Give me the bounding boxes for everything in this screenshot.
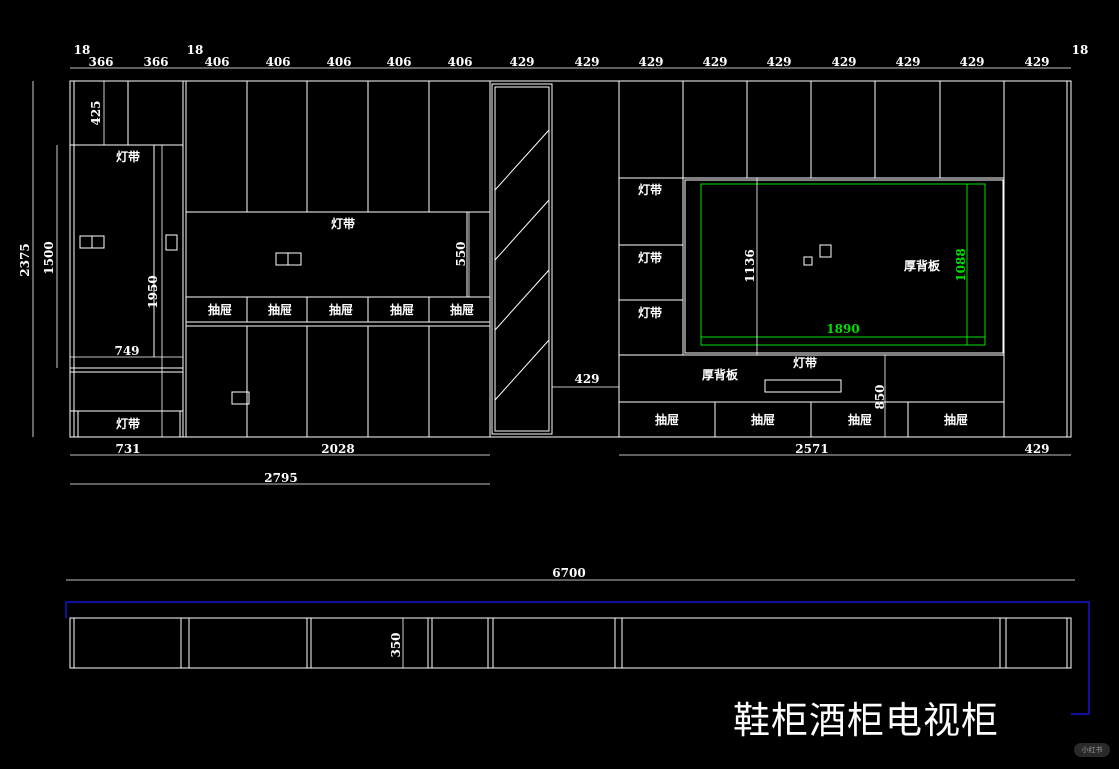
dim-top-19: 18 xyxy=(1072,43,1089,57)
label-drawer-wine-4: 抽屉 xyxy=(390,302,414,317)
tv-panel-outline xyxy=(700,183,986,346)
dim-top-10: 429 xyxy=(509,55,534,69)
dim-shoe-width: 731 xyxy=(115,442,140,456)
dim-tv-width: 2571 xyxy=(795,442,828,456)
label-drawer-tv-1: 抽屉 xyxy=(655,412,679,427)
dim-left-tall: 1500 xyxy=(42,241,56,274)
dim-top-1: 18 xyxy=(74,43,91,57)
dim-gap-width: 429 xyxy=(574,372,599,386)
label-drawer-tv-4: 抽屉 xyxy=(944,412,968,427)
label-drawer-tv-2: 抽屉 xyxy=(751,412,775,427)
dim-shoe-niche: 749 xyxy=(114,344,139,358)
label-light-strip-shoe-bottom: 灯带 xyxy=(116,416,140,431)
dim-wine-open: 550 xyxy=(454,241,468,266)
dim-shoe-inner: 1950 xyxy=(146,275,160,308)
dim-top-17: 429 xyxy=(959,55,984,69)
base-outline xyxy=(66,601,1090,715)
label-drawer-wine-3: 抽屉 xyxy=(329,302,353,317)
label-drawer-tv-3: 抽屉 xyxy=(848,412,872,427)
label-light-strip-shoe-top: 灯带 xyxy=(116,149,140,164)
dim-top-box: 425 xyxy=(89,100,103,125)
dim-combined-width: 2795 xyxy=(264,471,297,485)
dim-top-12: 429 xyxy=(638,55,663,69)
dim-top-4: 18 xyxy=(187,43,204,57)
dim-top-14: 429 xyxy=(766,55,791,69)
dim-top-7: 406 xyxy=(326,55,351,69)
dim-top-13: 429 xyxy=(702,55,727,69)
label-light-strip-tv-3: 灯带 xyxy=(638,305,662,320)
dim-top-2: 366 xyxy=(88,55,113,69)
label-light-strip-tv-2: 灯带 xyxy=(638,250,662,265)
dim-tv-base: 850 xyxy=(873,384,887,409)
label-thick-back-panel-niche: 厚背板 xyxy=(702,367,739,382)
drawing-title: 鞋柜酒柜电视柜 xyxy=(733,699,999,742)
dim-top-11: 429 xyxy=(574,55,599,69)
dim-top-5: 406 xyxy=(204,55,229,69)
label-light-strip-tv-niche: 灯带 xyxy=(793,355,817,370)
dim-top-9: 406 xyxy=(447,55,472,69)
dim-base-height: 350 xyxy=(389,632,403,657)
cabinet-outline xyxy=(69,80,1072,438)
watermark-badge: 小红书 xyxy=(1074,743,1110,757)
dim-panel-width: 1890 xyxy=(826,322,859,336)
dim-total-height: 2375 xyxy=(18,243,32,276)
dim-top-3: 366 xyxy=(143,55,168,69)
dim-top-6: 406 xyxy=(265,55,290,69)
dim-tv-height: 1136 xyxy=(743,249,757,282)
dim-top-15: 429 xyxy=(831,55,856,69)
dim-top-18: 429 xyxy=(1024,55,1049,69)
glass-door xyxy=(491,83,553,435)
dim-wine-width: 2028 xyxy=(321,442,354,456)
dim-panel-height: 1088 xyxy=(954,248,968,281)
label-drawer-wine-5: 抽屉 xyxy=(450,302,474,317)
label-drawer-wine-1: 抽屉 xyxy=(208,302,232,317)
label-light-strip-tv-1: 灯带 xyxy=(638,182,662,197)
label-light-strip-wine: 灯带 xyxy=(331,216,355,231)
label-thick-back-panel-tv: 厚背板 xyxy=(904,258,941,273)
label-drawer-wine-2: 抽屉 xyxy=(268,302,292,317)
dim-top-16: 429 xyxy=(895,55,920,69)
dim-tv-right-width: 429 xyxy=(1024,442,1049,456)
tv-niche-slot xyxy=(764,379,842,393)
dim-top-8: 406 xyxy=(386,55,411,69)
dim-overall-width: 6700 xyxy=(552,566,585,580)
